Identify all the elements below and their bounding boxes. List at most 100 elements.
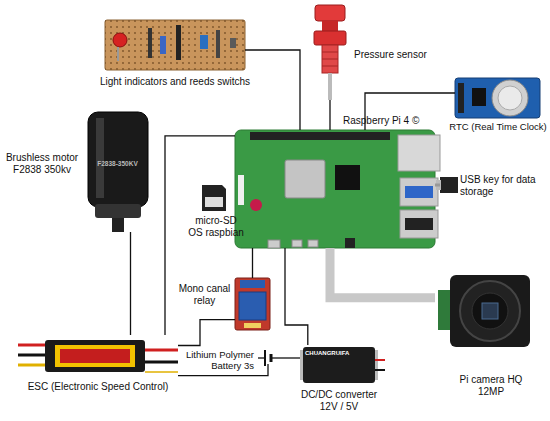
esc-illustration-part <box>60 349 130 363</box>
part-label: Raspberry Pi 4 © <box>343 115 453 127</box>
esc-illustration-part <box>55 345 135 367</box>
battery-symbol-part <box>258 357 265 358</box>
printed-marking: F2838-350KV <box>87 160 148 167</box>
raspberry-pi-illustration-part <box>268 240 280 248</box>
raspberry-pi-board: Raspberry Pi 4 © <box>235 130 435 248</box>
brushless-motor: Brushless motor F2838 350kvF2838-350KV <box>85 112 150 232</box>
perfboard-illustration-part <box>230 38 236 48</box>
battery-symbol <box>258 350 278 366</box>
esc-illustration-part <box>145 371 178 373</box>
part-label: USB key for data storage <box>460 174 548 197</box>
camera-illustration-part <box>460 281 520 341</box>
rtc-illustration-part <box>498 86 522 110</box>
raspberry-pi-illustration-part <box>308 240 318 247</box>
camera-illustration-part <box>450 275 530 347</box>
perfboard-illustration <box>105 20 245 70</box>
converter-illustration-part <box>303 347 375 383</box>
raspberry-pi-illustration <box>235 130 440 248</box>
esc-illustration-part <box>145 361 178 364</box>
dc-dc-converter: DC/DC converter 12V / 5VCHUANGRUIFA <box>300 345 378 385</box>
perfboard-illustration-part <box>113 33 127 47</box>
perfboard-illustration-part <box>148 28 152 58</box>
usb-key-illustration-part <box>440 177 458 193</box>
sd-card-illustration-part <box>205 197 223 207</box>
raspberry-pi-illustration-part <box>238 175 244 205</box>
wire <box>285 248 308 345</box>
camera-illustration-part <box>472 293 508 329</box>
part-label: Pi camera HQ 12MP <box>456 374 526 397</box>
usb-key-illustration-part <box>436 180 441 190</box>
wire <box>278 357 300 358</box>
relay-illustration-part <box>235 278 270 330</box>
rtc-illustration-part <box>458 83 464 113</box>
part-label: micro-SD OS raspbian <box>188 215 245 238</box>
esc-illustration-part <box>18 354 45 357</box>
relay-illustration-part <box>240 280 265 288</box>
wire <box>245 50 300 130</box>
rtc-module: RTC (Real Time Clock) <box>455 75 540 120</box>
usb-connection <box>435 184 440 187</box>
raspberry-pi-illustration-part <box>250 132 390 140</box>
raspberry-pi-illustration-part <box>400 210 438 238</box>
perfboard-illustration-part <box>160 36 166 54</box>
esc-illustration-part <box>45 340 145 372</box>
usb-key-illustration <box>436 177 458 193</box>
perfboard-illustration-part <box>216 30 220 58</box>
part-label: ESC (Electronic Speed Control) <box>13 381 183 393</box>
part-label: RTC (Real Time Clock) <box>448 122 548 133</box>
part-label: Lithium Polymer Battery 3s <box>166 350 254 372</box>
perfboard-illustration-part <box>200 35 208 49</box>
pressure-sensor-illustration-part <box>322 45 338 73</box>
part-label: Brushless motor F2838 350kv <box>1 152 83 175</box>
pressure-sensor-illustration <box>314 5 346 100</box>
camera-illustration <box>438 275 530 347</box>
camera-illustration-part <box>482 303 498 319</box>
raspberry-pi-illustration-part <box>398 135 440 171</box>
esc-illustration-part <box>18 344 45 347</box>
usb-key: USB key for data storage <box>440 175 458 195</box>
pressure-sensor-illustration-part <box>322 66 338 67</box>
esc-module: ESC (Electronic Speed Control) <box>18 335 178 377</box>
micro-sd-card: micro-SD OS raspbian <box>202 185 226 211</box>
relay-illustration <box>235 278 270 330</box>
motor-illustration-part <box>96 118 104 198</box>
raspberry-pi-illustration-part <box>292 240 302 247</box>
pressure-sensor-illustration-part <box>328 73 332 100</box>
raspberry-pi-illustration-part <box>345 238 355 248</box>
part-label: Pressure sensor <box>354 49 454 61</box>
converter-illustration <box>300 347 385 383</box>
wire <box>252 248 253 278</box>
sd-card-illustration-part <box>202 185 226 211</box>
pressure-sensor-illustration-part <box>322 52 338 53</box>
rtc-illustration <box>455 78 540 118</box>
raspberry-pi-illustration-part <box>405 186 433 198</box>
motor-illustration <box>88 112 148 232</box>
esc-illustration-part <box>145 349 178 352</box>
part-label: DC/DC converter 12V / 5V <box>295 389 383 412</box>
pressure-sensor-illustration-part <box>314 31 346 45</box>
motor-illustration-part <box>95 204 141 218</box>
pressure-sensor-illustration-part <box>315 5 345 21</box>
battery-symbol-part <box>271 357 278 358</box>
rtc-illustration-part <box>492 80 528 116</box>
part-label: Light indicators and reeds switchs <box>88 76 263 88</box>
ribbon-cable <box>330 248 435 298</box>
sd-card-illustration <box>202 185 226 211</box>
battery-symbol: Lithium Polymer Battery 3s <box>258 352 278 364</box>
pressure-sensor: Pressure sensor <box>312 5 348 100</box>
led-switch-board: Light indicators and reeds switchs <box>105 20 245 70</box>
perfboard-illustration-part <box>117 47 119 61</box>
wire <box>329 100 330 130</box>
esc-illustration <box>18 340 178 372</box>
part-label: Mono canal relay <box>177 283 232 306</box>
converter-illustration-part <box>375 369 385 371</box>
rtc-illustration-part <box>455 78 540 118</box>
raspberry-pi-illustration-part <box>335 165 360 190</box>
pi-camera: Pi camera HQ 12MP <box>435 268 547 353</box>
relay-illustration-part <box>239 292 266 320</box>
relay-module: Mono canal relay <box>235 278 270 330</box>
perfboard-illustration-part <box>105 20 245 70</box>
